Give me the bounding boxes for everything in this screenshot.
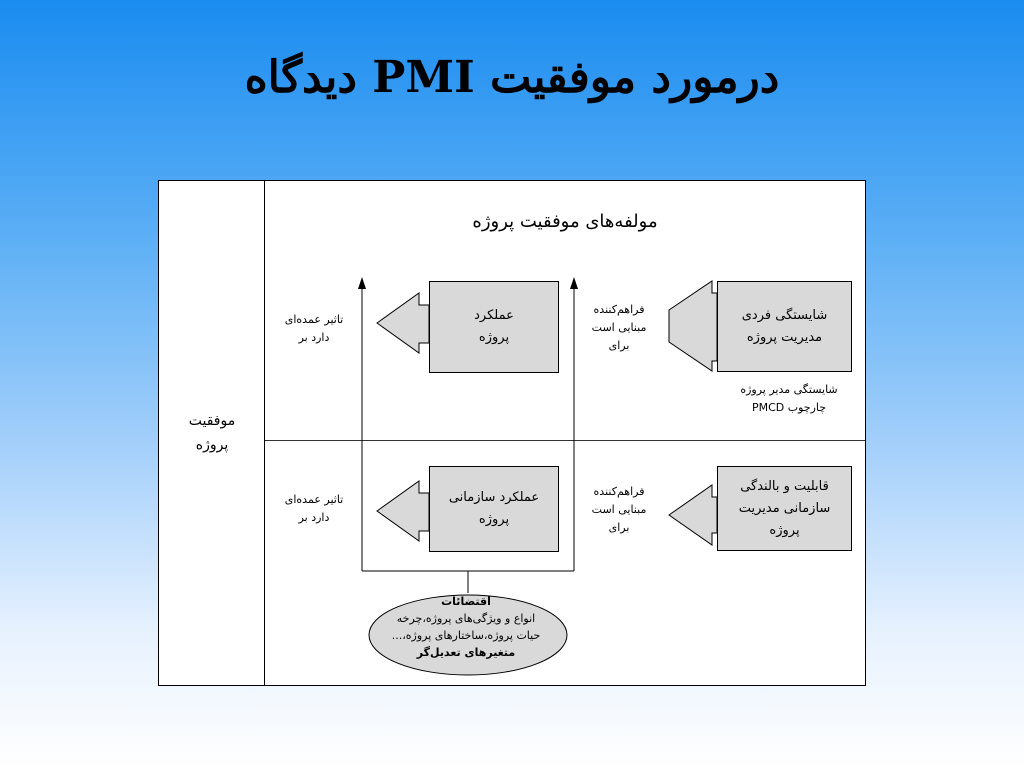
individual-competence-box: شایستگی فردی مدیریت پروژه: [717, 281, 852, 372]
ellipse-title: اقتضائات: [441, 595, 491, 608]
project-success-label: موفقیت پروژه: [188, 413, 236, 453]
org-performance-box: عملکرد سازمانی پروژه: [429, 466, 559, 552]
bottom-impact-text: تاثیر عمده‌ای دارد بر: [284, 493, 344, 524]
pmcd-framework-text: شایستگی مدیر پروژه چارچوب PMCD: [740, 383, 838, 414]
top-impact-text: تاثیر عمده‌ای دارد بر: [284, 313, 344, 344]
arrow-shapes: [358, 277, 718, 676]
right-vertical-arrowhead: [570, 277, 578, 289]
top-provides-text: فراهم‌کننده مبنایی است برای: [591, 303, 647, 352]
row-divider: [265, 440, 865, 441]
left-column: موفقیت پروژه: [159, 181, 265, 685]
org-performance-arrow-head: [376, 480, 430, 542]
capability-arrow-head: [668, 484, 718, 546]
ellipse-footer: متغیرهای تعدیل‌گر: [416, 646, 516, 659]
moderating-variables-ellipse: [368, 594, 568, 676]
left-vertical-arrowhead: [358, 277, 366, 289]
moderating-variables-text: اقتضائات انواع و ویژگی‌های پروژه،چرخه حی…: [371, 593, 561, 661]
diagram-panel: موفقیت پروژه مولفه‌های موفقیت پروژه شایس…: [158, 180, 866, 686]
slide-title: دیدگاه PMI درمورد موفقیت: [244, 52, 780, 103]
project-performance-box: عملکرد پروژه: [429, 281, 559, 373]
diagram-header: مولفه‌های موفقیت پروژه: [472, 211, 658, 232]
competence-arrow-head: [668, 280, 718, 372]
org-capability-box: قابلیت و بالندگی سازمانی مدیریت پروژه: [717, 466, 852, 551]
bottom-provides-text: فراهم‌کننده مبنایی است برای: [591, 485, 647, 534]
performance-arrow-head: [376, 292, 430, 354]
